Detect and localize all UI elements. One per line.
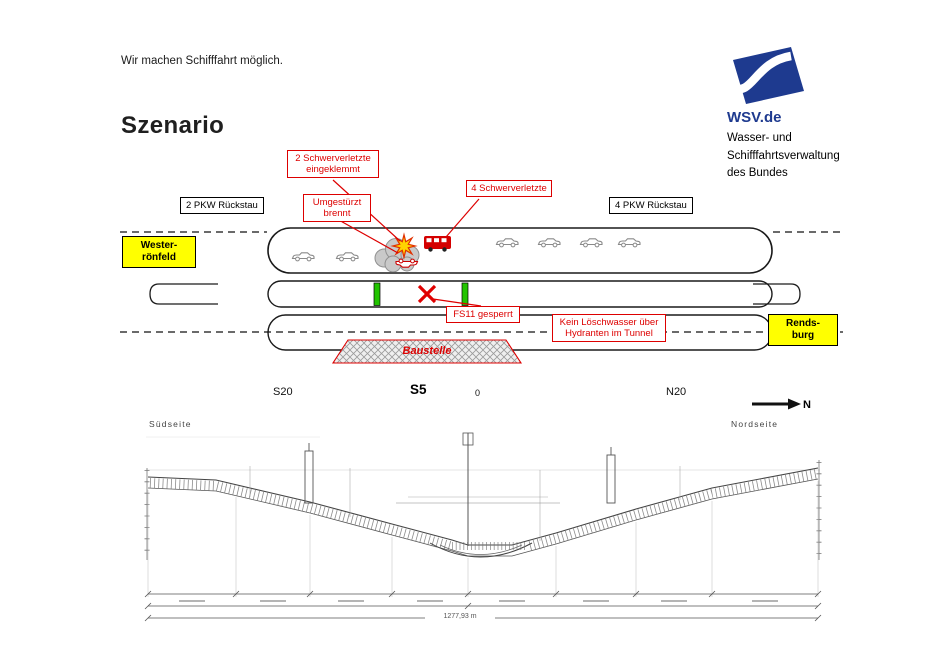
label-queue-right: 4 PKW Rückstau: [609, 197, 693, 214]
station-s5: S5: [410, 382, 427, 397]
cross-section-drawing: [144, 432, 822, 622]
label-rendsburg: Rends- burg: [768, 314, 838, 346]
ramp-right: [753, 283, 801, 305]
tagline: Wir machen Schifffahrt möglich.: [121, 55, 283, 67]
total-length-label: 1277,93 m: [425, 613, 495, 620]
north-arrow-icon: [752, 398, 801, 410]
page-title: Szenario: [121, 112, 225, 139]
burning-truck-icon: [424, 236, 451, 252]
callout-connector: [445, 198, 480, 238]
station-s20: S20: [273, 386, 293, 398]
callout-overturned-burning: Umgestürzt brennt: [303, 194, 371, 222]
label-westerroenfeld: Wester- rönfeld: [122, 236, 196, 268]
tunnel-service-gallery: [267, 280, 773, 308]
logo-org-line: Schifffahrtsverwaltung: [727, 149, 840, 162]
logo-org: Wasser- und Schifffahrtsverwaltung des B…: [727, 130, 840, 183]
callout-lane-closed: FS11 gesperrt: [446, 306, 520, 323]
label-queue-left: 2 PKW Rückstau: [180, 197, 264, 214]
compass-n-label: N: [803, 399, 811, 411]
construction-label: Baustelle: [402, 345, 452, 357]
callout-connector: [336, 218, 399, 254]
escape-door-marker: [461, 282, 469, 306]
logo-brand: WSV.de: [727, 109, 782, 126]
station-n20: N20: [666, 386, 687, 398]
wsv-logo-icon: [731, 47, 804, 104]
construction-area: [331, 339, 523, 364]
north-side-label: Nordseite: [731, 419, 779, 429]
south-side-label: Südseite: [149, 419, 192, 429]
closure-x-icon: [417, 284, 437, 304]
station-zero: 0: [475, 388, 481, 398]
logo-org-line: Wasser- und: [727, 132, 792, 144]
tunnel-tube-east: [267, 227, 773, 274]
callout-connector: [432, 298, 482, 307]
callout-trapped: 2 Schwerverletzte eingeklemmt: [287, 150, 379, 178]
logo-org-line: des Bundes: [727, 167, 788, 179]
ramp-left: [149, 283, 218, 305]
escape-door-marker: [373, 282, 381, 306]
callout-no-extinguishing-water: Kein Löschwasser über Hydranten im Tunne…: [552, 314, 666, 342]
callout-injured: 4 Schwerverletzte: [466, 180, 552, 197]
